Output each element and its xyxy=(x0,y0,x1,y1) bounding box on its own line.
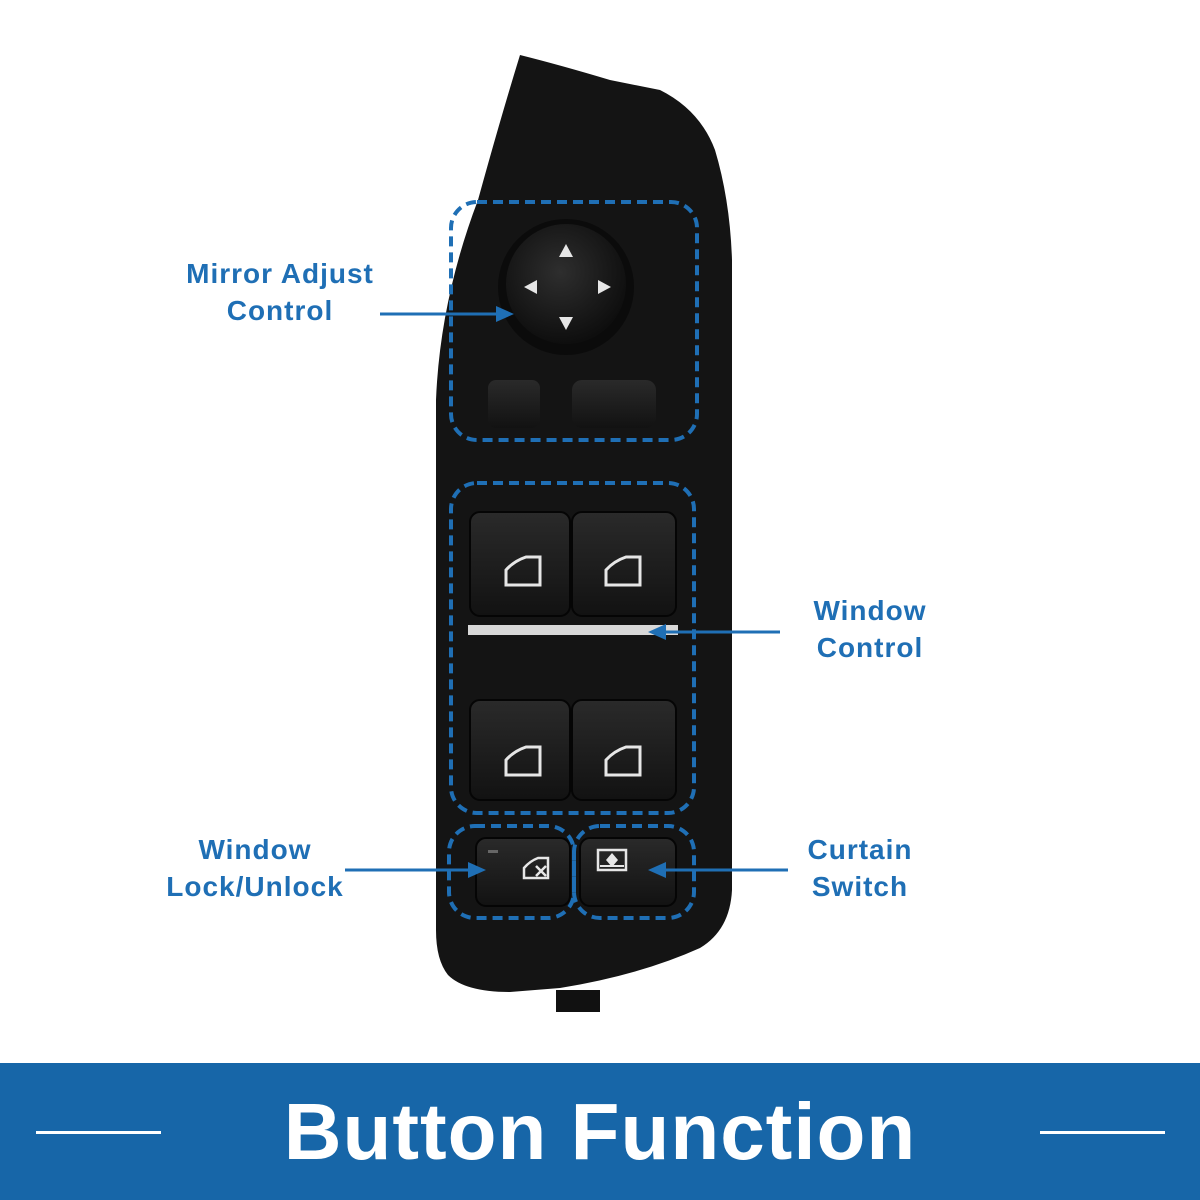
title-banner: Button Function xyxy=(0,1063,1200,1200)
curtain-switch-label: Curtain Switch xyxy=(760,831,960,905)
window-lock-icon xyxy=(522,856,550,880)
right-arrow-icon xyxy=(598,280,611,294)
window-icon xyxy=(604,745,642,777)
panel-clip xyxy=(556,990,600,1012)
window-button-rear-right[interactable] xyxy=(571,699,677,801)
window-lock-label-line1: Window xyxy=(198,834,312,865)
banner-rule-left xyxy=(36,1131,161,1134)
mirror-select-right-button[interactable] xyxy=(572,380,656,428)
window-lock-button[interactable] xyxy=(475,837,571,907)
window-button-front-right[interactable] xyxy=(571,511,677,617)
curtain-switch-button[interactable] xyxy=(579,837,677,907)
window-lock-label-line2: Lock/Unlock xyxy=(166,871,344,902)
window-lock-label: Window Lock/Unlock xyxy=(130,831,380,905)
mirror-adjust-label-line1: Mirror Adjust xyxy=(186,258,374,289)
window-control-label: Window Control xyxy=(760,592,980,666)
curtain-switch-label-line2: Switch xyxy=(811,871,909,902)
left-arrow-icon xyxy=(524,280,537,294)
window-control-highlight xyxy=(449,481,696,815)
window-icon xyxy=(604,555,642,587)
mirror-adjust-label: Mirror Adjust Control xyxy=(150,255,410,329)
window-lock-highlight xyxy=(447,824,576,920)
curtain-switch-highlight xyxy=(572,824,696,920)
window-button-rear-left[interactable] xyxy=(469,699,571,801)
window-icon xyxy=(504,745,542,777)
up-arrow-icon xyxy=(559,244,573,257)
down-arrow-icon xyxy=(559,317,573,330)
chrome-trim-strip xyxy=(468,625,678,635)
mirror-control-highlight xyxy=(449,200,699,442)
mirror-adjust-label-line2: Control xyxy=(226,295,334,326)
window-control-label-line1: Window xyxy=(813,595,927,626)
banner-rule-right xyxy=(1040,1131,1165,1134)
mirror-select-left-button[interactable] xyxy=(488,380,540,428)
curtain-icon xyxy=(596,848,628,872)
banner-title: Button Function xyxy=(283,1087,917,1176)
window-switch-panel-illustration xyxy=(345,55,788,1012)
window-icon xyxy=(504,555,542,587)
window-control-label-line2: Control xyxy=(816,632,924,663)
window-button-front-left[interactable] xyxy=(469,511,571,617)
curtain-switch-label-line1: Curtain xyxy=(807,834,913,865)
mirror-adjust-knob[interactable] xyxy=(498,219,634,355)
